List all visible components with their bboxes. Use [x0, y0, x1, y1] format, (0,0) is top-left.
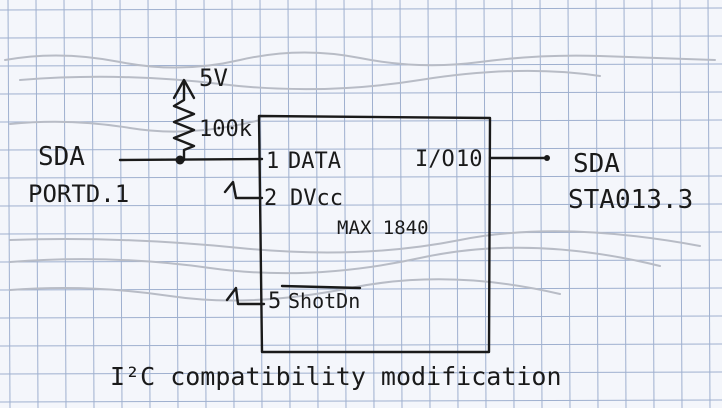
right-signal-port: STA013.3: [568, 185, 693, 215]
grid-line: [0, 175, 722, 179]
pin-2-number: 2: [264, 186, 277, 211]
faint-background-writing: [4, 51, 716, 302]
grid-line: [91, 0, 95, 408]
right-signal-name: SDA: [573, 149, 620, 179]
grid-line: [427, 0, 431, 408]
grid-line: [0, 399, 722, 403]
left-signal-name: SDA: [38, 142, 85, 172]
pin-2-label: DVcc: [290, 186, 343, 211]
left-signal-port: PORTD.1: [28, 180, 129, 208]
grid-line: [7, 0, 11, 408]
grid-line: [511, 0, 515, 408]
right-wire-end: [544, 155, 550, 161]
chip-body: [257, 114, 492, 354]
pullup-resistor: [172, 80, 196, 162]
grid-line: [147, 0, 151, 408]
grid-line: [0, 371, 722, 375]
grid-line: [315, 0, 319, 408]
grid-line: [399, 0, 403, 408]
left-sda-wire: [118, 157, 264, 162]
grid-line: [0, 119, 722, 123]
grid-line: [0, 63, 722, 67]
dvcc-supply-arrow: [223, 180, 264, 200]
grid-line: [0, 343, 722, 347]
grid-line: [35, 0, 39, 408]
shotdn-supply-arrow: [225, 286, 266, 306]
grid-line: [371, 0, 375, 408]
io-pin-label: I/O: [415, 147, 455, 172]
diagram-caption: I²C compatibility modification: [110, 362, 562, 391]
grid-line: [0, 259, 722, 263]
pin-1-label: DATA: [288, 149, 341, 174]
grid-line: [0, 35, 722, 39]
io-pin-number: 10: [456, 147, 483, 172]
grid-line: [287, 0, 291, 408]
junction-dot: [175, 155, 185, 165]
supply-arrow: [172, 78, 196, 100]
supply-voltage-label: 5V: [199, 64, 228, 92]
grid-line: [203, 0, 207, 408]
schematic-ink: [118, 78, 547, 354]
shotdn-overbar: [280, 284, 362, 290]
grid-line: [343, 0, 347, 408]
grid-line: [455, 0, 459, 408]
grid-line: [0, 147, 722, 151]
pin-5-label: ShotDn: [288, 289, 360, 313]
grid-line: [0, 91, 722, 95]
grid-line: [119, 0, 123, 408]
grid-line: [63, 0, 67, 408]
grid-line: [539, 0, 543, 408]
grid-line: [0, 7, 722, 11]
grid-line: [0, 315, 722, 319]
grid-line: [0, 203, 722, 207]
pin-1-number: 1: [266, 149, 279, 174]
resistor-value-label: 100k: [199, 117, 252, 142]
grid-line: [483, 0, 487, 408]
chip-part-name: MAX 1840: [337, 217, 429, 239]
grid-line: [231, 0, 235, 408]
pin-5-number: 5: [268, 289, 281, 314]
